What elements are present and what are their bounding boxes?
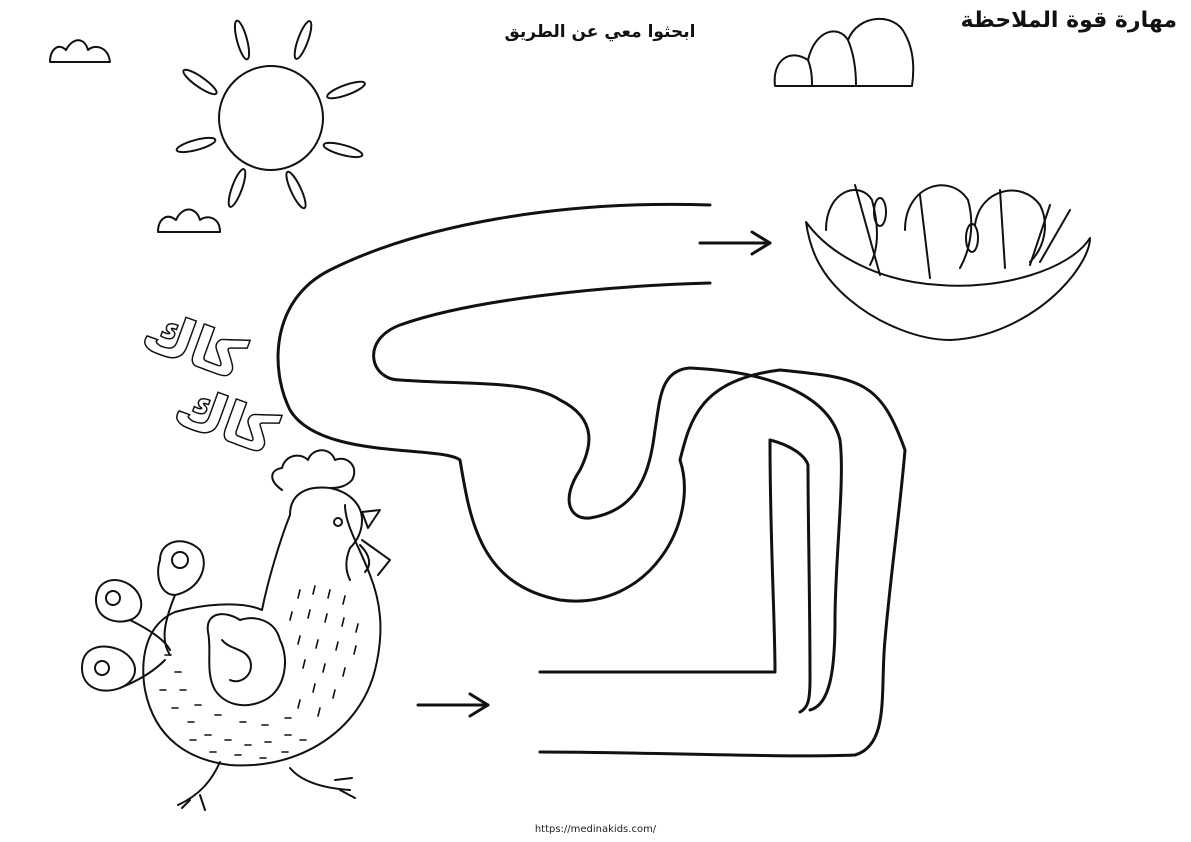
- instruction-text: ابحثوا معي عن الطريق: [504, 22, 696, 42]
- cloud-icon: [773, 18, 915, 87]
- nest-icon: [805, 184, 1091, 341]
- chicken-icon: [81, 449, 391, 811]
- arrow-right-icon: [416, 692, 490, 718]
- sun-icon: [175, 19, 366, 210]
- maze-path: [276, 202, 907, 758]
- skill-title: مهارة قوة الملاحظة: [960, 8, 1177, 33]
- cloud-icon: [157, 208, 221, 233]
- cloud-icon: [49, 39, 111, 63]
- chicken-pattern: [159, 585, 359, 759]
- footer-url[interactable]: https://medinakids.com/: [534, 824, 657, 835]
- sound-word-2: كاك: [168, 373, 285, 467]
- arrow-right-icon: [698, 230, 772, 256]
